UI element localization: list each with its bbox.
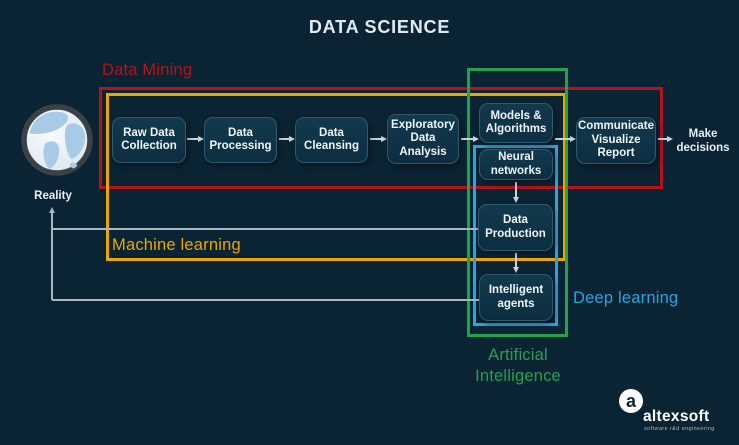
globe-icon <box>21 104 93 176</box>
node-communicate-visualize-report: Communicate Visualize Report <box>576 117 656 164</box>
node-data-production: Data Production <box>478 204 553 251</box>
deep-learning-label: Deep learning <box>573 289 679 307</box>
node-intelligent-agents: Intelligent agents <box>479 274 553 321</box>
arrow-production-to-agents <box>515 253 517 271</box>
page-title: DATA SCIENCE <box>308 17 451 37</box>
reality-label: Reality <box>34 190 72 202</box>
arrow-neural-to-production <box>515 182 517 201</box>
altexsoft-logo-name: altexsoft <box>643 408 710 425</box>
machine-learning-region <box>106 93 566 261</box>
artificial-intelligence-region <box>467 68 568 337</box>
arrow-models-to-communicate <box>555 138 574 140</box>
node-raw-data-collection: Raw Data Collection <box>112 117 186 163</box>
arrow-communicate-to-decisions <box>658 138 671 140</box>
arrow-cleansing-to-exploratory <box>370 138 385 140</box>
node-neural-networks: Neural networks <box>479 149 553 180</box>
machine-learning-label: Machine learning <box>112 236 241 254</box>
arrow-raw-to-processing <box>187 138 202 140</box>
deep-learning-region <box>473 145 558 326</box>
altexsoft-logo-icon: a <box>619 389 643 413</box>
arrow-processing-to-cleansing <box>279 138 293 140</box>
node-data-cleansing: Data Cleansing <box>295 117 368 163</box>
arrow-exploratory-to-models <box>461 138 477 140</box>
altexsoft-logo-tagline: software r&d engineering <box>644 426 715 432</box>
node-data-processing: Data Processing <box>204 117 277 163</box>
data-mining-label: Data Mining <box>102 61 193 79</box>
feedback-line-intelligent-agents <box>52 299 479 301</box>
make-decisions-label: Make decisions <box>676 128 730 154</box>
feedback-line-data-production <box>52 228 478 230</box>
node-models-algorithms: Models & Algorithms <box>479 103 553 143</box>
artificial-intelligence-label: Artificial Intelligence <box>475 346 561 385</box>
node-exploratory-data-analysis: Exploratory Data Analysis <box>387 114 459 164</box>
feedback-arrow-to-reality <box>51 209 53 300</box>
